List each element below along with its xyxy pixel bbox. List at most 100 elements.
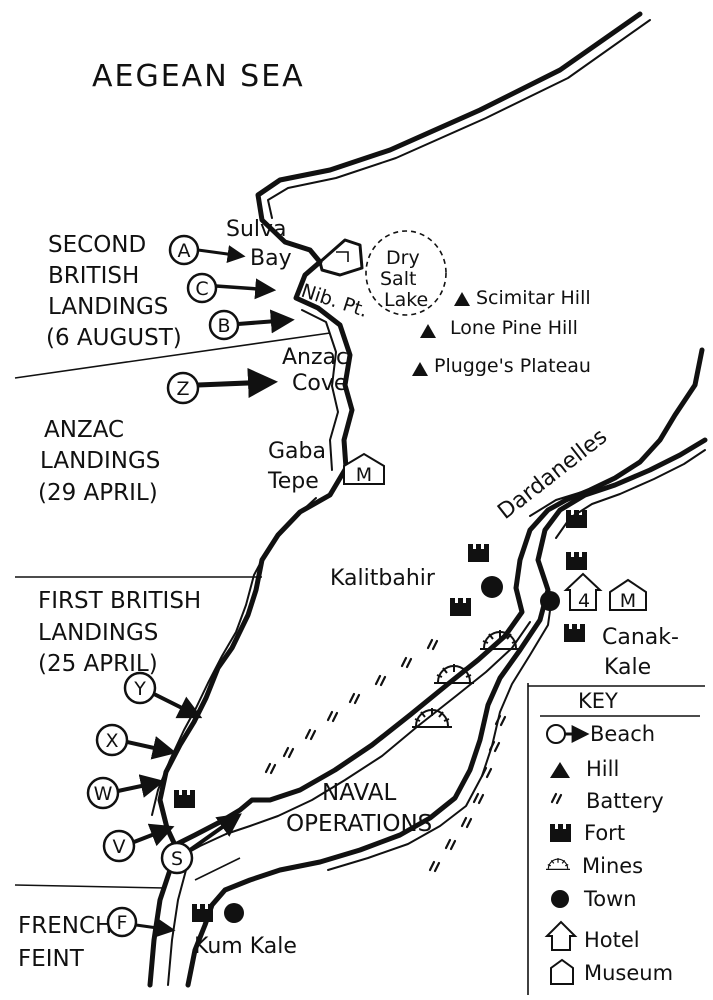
- section-line: LANDINGS: [48, 294, 168, 320]
- section-line: (6 AUGUST): [46, 325, 182, 351]
- hill-triangle-icon: [550, 762, 570, 778]
- hotel-icon: 4: [563, 572, 603, 612]
- battery-icon: [550, 792, 563, 805]
- key-label: Hill: [586, 757, 619, 781]
- beach-marker-x: X: [95, 723, 177, 760]
- fort-icon: [550, 824, 571, 842]
- beach-letter: Y: [133, 678, 146, 700]
- section-line: LANDINGS: [38, 620, 158, 646]
- beach-letter: F: [117, 912, 128, 934]
- beach-marker-f: F: [106, 906, 176, 938]
- battery-icon: [400, 656, 413, 669]
- key-item-museum: Museum: [550, 958, 673, 985]
- battery-icon: [460, 816, 473, 829]
- museum-icon: M: [343, 452, 385, 486]
- key-item-battery: Battery: [550, 789, 664, 813]
- fort-icon: [566, 510, 587, 528]
- museum-icon: M: [609, 578, 647, 612]
- town-dot-icon: [540, 591, 560, 611]
- section-line: FEINT: [18, 946, 85, 972]
- place-anzac: Anzac: [282, 345, 348, 370]
- beach-marker-w: W: [86, 774, 165, 810]
- place-cove: Cove: [292, 371, 347, 396]
- section-line: (29 APRIL): [38, 480, 158, 506]
- battery-icon: [428, 860, 441, 873]
- hill-lone-pine: Lone Pine Hill: [420, 317, 578, 339]
- museum-letter: M: [620, 590, 636, 612]
- place-lake: Lake: [384, 289, 428, 311]
- key-label: Hotel: [584, 928, 640, 952]
- battery-icon: [426, 638, 439, 651]
- hill-label: Lone Pine Hill: [450, 317, 578, 339]
- key-title: KEY: [578, 689, 618, 713]
- hill-label: Scimitar Hill: [476, 287, 591, 309]
- place-kale: Kale: [604, 655, 651, 680]
- sea-label: AEGEAN SEA: [92, 59, 305, 94]
- place-salt: Salt: [380, 268, 416, 290]
- battery-icon: [472, 792, 485, 805]
- battery-icon: [374, 674, 387, 687]
- place-bay: Bay: [250, 246, 292, 271]
- batteries-european-shore: [264, 638, 439, 775]
- battery-icon: [304, 728, 317, 741]
- place-tepe: Tepe: [267, 469, 319, 494]
- museum-icon: [550, 958, 574, 985]
- hill-triangle-icon: [420, 324, 436, 338]
- beach-marker-c: C: [186, 272, 277, 304]
- beach-marker-y: Y: [123, 671, 203, 719]
- battery-icon: [444, 838, 457, 851]
- section-line: SECOND: [48, 232, 146, 258]
- beach-letter: S: [171, 848, 183, 870]
- beach-arrow-icon: [546, 724, 566, 744]
- place-gaba: Gaba: [268, 439, 326, 464]
- section-line: ANZAC: [44, 417, 124, 443]
- key-label: Mines: [582, 854, 643, 878]
- battery-icon: [326, 710, 339, 723]
- key-item-fort: Fort: [550, 821, 625, 845]
- section-line: OPERATIONS: [286, 811, 432, 837]
- hill-label: Plugge's Plateau: [434, 355, 591, 377]
- key-label: Fort: [584, 821, 625, 845]
- key-label: Museum: [584, 961, 673, 985]
- town-dot-icon: [551, 890, 569, 908]
- section-second-landings: SECOND BRITISH LANDINGS (6 AUGUST): [46, 232, 182, 351]
- hill-scimitar: Scimitar Hill: [454, 287, 591, 309]
- place-nib-pt: Nib. Pt.: [298, 280, 370, 322]
- key-frame: [527, 683, 705, 995]
- section-line: BRITISH: [48, 263, 139, 289]
- map-key: KEY Beach Hill Battery Fort Mines Town: [544, 689, 673, 985]
- place-dry: Dry: [386, 247, 420, 269]
- key-item-beach: Beach: [546, 722, 655, 746]
- fort-icon: [566, 552, 587, 570]
- beach-letter: B: [217, 315, 230, 337]
- key-item-mines: Mines: [545, 854, 643, 878]
- museum-letter: M: [356, 464, 372, 486]
- beach-marker-z: Z: [166, 367, 278, 405]
- key-label: Battery: [586, 789, 664, 813]
- beach-marker-s: S: [160, 813, 242, 875]
- battery-icon: [348, 692, 361, 705]
- section-french-feint: FRENCH FEINT: [18, 913, 112, 972]
- battery-icon: [264, 762, 277, 775]
- hotel-number: 4: [578, 590, 590, 612]
- place-kum-kale: Kum Kale: [194, 934, 297, 959]
- hill-triangle-icon: [454, 292, 470, 306]
- hotel-icon: [544, 920, 578, 951]
- key-label: Town: [583, 887, 637, 911]
- fort-icon: [468, 544, 489, 562]
- hill-plugges-plateau: Plugge's Plateau: [412, 355, 591, 377]
- battery-icon: [282, 746, 295, 759]
- hill-triangle-icon: [412, 362, 428, 376]
- battery-icon: [494, 714, 507, 727]
- battery-icon: [488, 740, 501, 753]
- beach-letter: A: [178, 240, 191, 262]
- fort-icon: [564, 624, 585, 642]
- section-line: LANDINGS: [40, 448, 160, 474]
- section-dividers: [14, 332, 331, 889]
- beach-letter: Z: [176, 378, 189, 400]
- fort-icon: [192, 904, 213, 922]
- beach-letter: C: [195, 278, 208, 300]
- mines-icon: [545, 857, 571, 871]
